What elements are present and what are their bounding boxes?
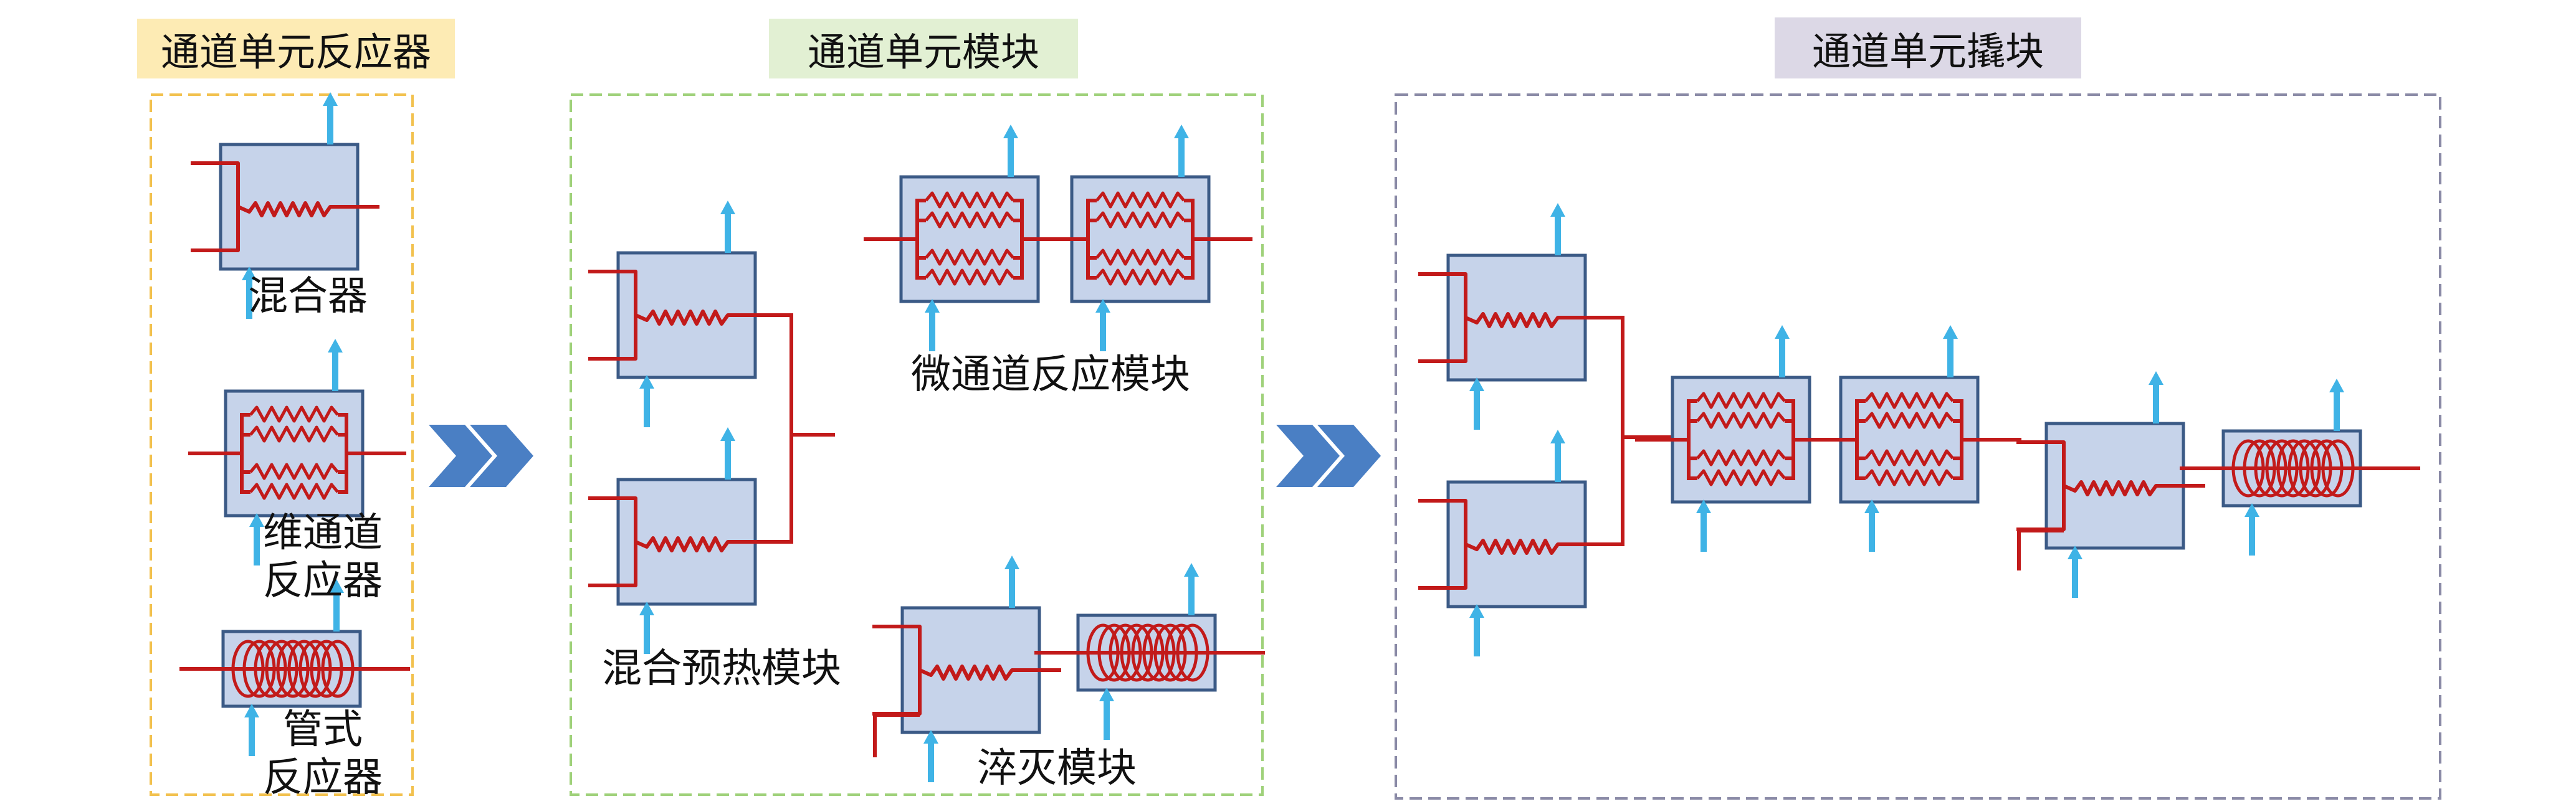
label-microchannel-reactor: 维通道 反应器 bbox=[254, 509, 391, 605]
label-microchannel-line1: 维通道 bbox=[263, 510, 383, 556]
mix-preheat-module bbox=[588, 201, 835, 654]
assembly-chain bbox=[1418, 203, 2420, 656]
title-reactors: 通道单元反应器 bbox=[137, 19, 455, 78]
title-reactors-text: 通道单元反应器 bbox=[160, 29, 431, 75]
title-modules: 通道单元模块 bbox=[769, 19, 1078, 78]
frame-modules bbox=[570, 93, 1264, 796]
frame-assembly bbox=[1395, 93, 2441, 800]
label-quench-module: 淬灭模块 bbox=[977, 745, 1137, 792]
label-micro-module: 微通道反应模块 bbox=[911, 352, 1190, 398]
label-mix-preheat-module: 混合预热模块 bbox=[602, 646, 841, 692]
chevron-arrow-1 bbox=[429, 425, 533, 487]
label-microchannel-line2: 反应器 bbox=[263, 557, 383, 604]
title-modules-text: 通道单元模块 bbox=[807, 29, 1039, 75]
chevron-arrow-2 bbox=[1276, 425, 1381, 487]
label-tube-reactor: 管式 反应器 bbox=[254, 706, 391, 802]
title-assembly-text: 通道单元撬块 bbox=[1811, 29, 2044, 74]
label-tube-line1: 管式 bbox=[283, 707, 363, 753]
micro-reaction-module bbox=[864, 125, 1252, 351]
title-assembly: 通道单元撬块 bbox=[1775, 17, 2081, 78]
quench-module bbox=[872, 556, 1265, 782]
label-tube-line2: 反应器 bbox=[263, 754, 383, 801]
label-mixer: 混合器 bbox=[248, 273, 368, 319]
frame-reactors bbox=[150, 93, 414, 796]
